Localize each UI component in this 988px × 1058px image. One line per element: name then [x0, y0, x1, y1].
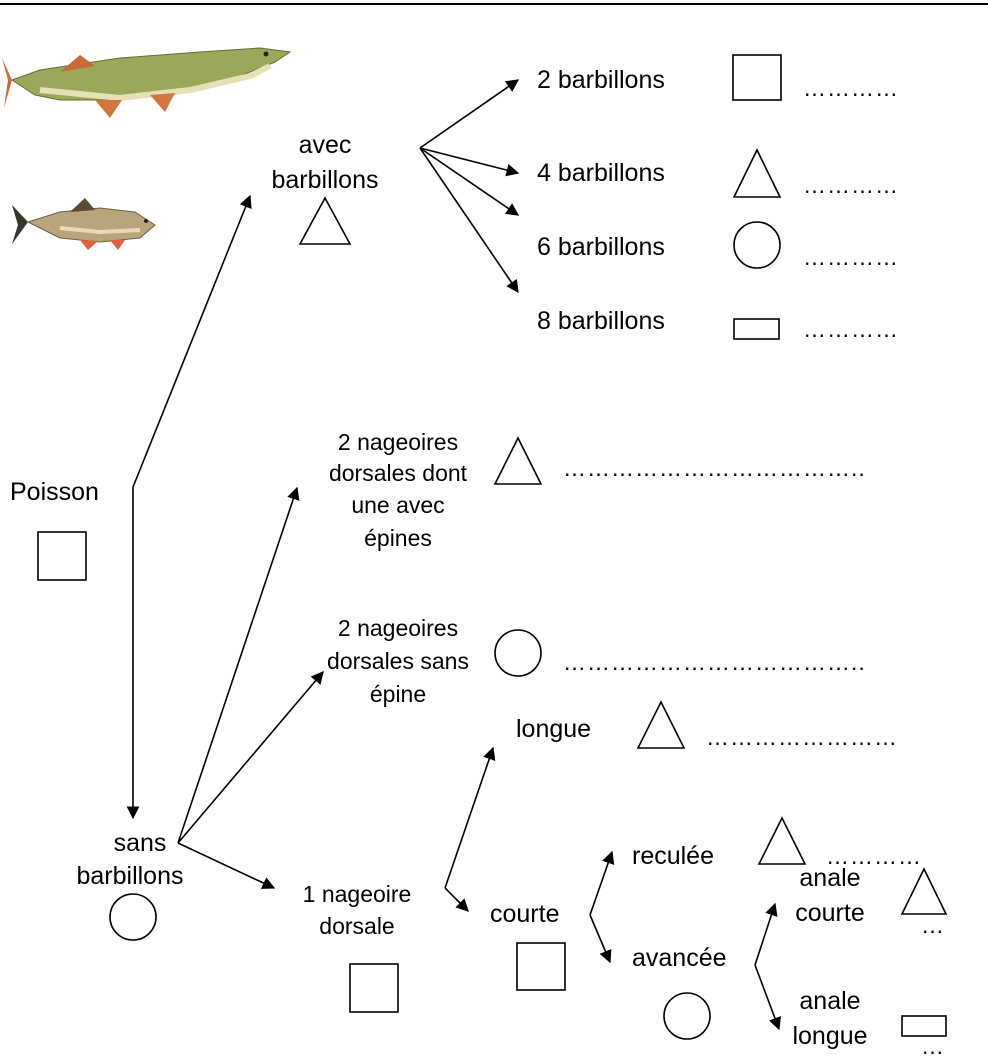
reculee-blank: ………… [826, 843, 922, 869]
anale-longue-blank: … [921, 1033, 945, 1058]
arrow-to-4-barbillons [419, 147, 520, 177]
avec-barbillons-label-line1: avec [299, 131, 352, 159]
two-dorsal-spines-line4: épines [364, 525, 432, 551]
anale-courte-blank: … [921, 912, 945, 938]
anale-longue-line2: longue [792, 1022, 867, 1050]
arrow-to-anale-courte [754, 902, 778, 966]
sans-barbillons-label-line2: barbillons [76, 862, 183, 890]
anale-courte-triangle-shape [900, 867, 948, 915]
anale-courte-line1: anale [799, 864, 860, 892]
arrow-to-longue [444, 746, 496, 889]
avancee-circle-shape [663, 992, 711, 1040]
arrow-to-two-dorsal-spines [177, 486, 300, 844]
avec-barbillons-label-line2: barbillons [271, 166, 378, 194]
avec-barbillons-triangle-shape [298, 196, 352, 245]
two-dorsal-no-spine-line2: dorsales sans [327, 648, 469, 674]
two-dorsal-no-spine-line3: épine [370, 681, 426, 707]
sans-barbillons-label-line1: sans [114, 829, 167, 857]
two-barbillons-blank: ………… [803, 75, 899, 101]
arrow-to-anale-longue [754, 964, 781, 1031]
sans-barbillons-circle-shape [109, 893, 157, 941]
arrow-to-6-barbillons [419, 147, 520, 216]
anale-courte-line2: courte [795, 899, 864, 927]
reculee-triangle-shape [757, 816, 807, 865]
two-dorsal-spines-line1: 2 nageoires [338, 429, 458, 455]
two-dorsal-no-spine-blank: ……………………………….. [563, 649, 866, 675]
arrow-to-two-dorsal-no-spine [177, 671, 324, 844]
small-fish [12, 198, 156, 250]
courte-square-shape [516, 942, 566, 991]
arrow-to-reculee [589, 850, 615, 916]
six-barbillons-label: 6 barbillons [537, 233, 665, 261]
one-dorsal-square-shape [349, 963, 399, 1013]
arrow-to-2-barbillons [419, 79, 520, 149]
anale-longue-rectangle-shape [901, 1015, 947, 1037]
two-dorsal-spines-line2: dorsales dont [329, 460, 468, 486]
pike-fish [2, 47, 292, 118]
two-barbillons-label: 2 barbillons [537, 66, 665, 94]
courte-label: courte [490, 900, 559, 928]
longue-blank: …………………… [706, 724, 898, 750]
four-barbillons-triangle-shape [732, 148, 782, 198]
arrow-to-avancee [589, 914, 612, 964]
reculee-label: reculée [632, 842, 714, 870]
anale-longue-line1: anale [799, 987, 860, 1015]
avancee-label: avancée [632, 944, 727, 972]
longue-triangle-shape [636, 700, 686, 749]
two-dorsal-no-spine-line1: 2 nageoires [338, 615, 458, 641]
eight-barbillons-rectangle-shape [733, 318, 780, 340]
one-dorsal-line1: 1 nageoire [303, 881, 412, 907]
two-dorsal-no-spine-circle-shape [494, 629, 542, 677]
arrow-to-one-dorsal [177, 842, 276, 889]
arrow-to-8-barbillons [419, 147, 519, 294]
root-label: Poisson [10, 478, 99, 506]
eight-barbillons-blank: ………… [803, 316, 899, 342]
root-square-shape [37, 531, 87, 581]
six-barbillons-blank: ………… [803, 244, 899, 270]
six-barbillons-circle-shape [733, 221, 781, 269]
one-dorsal-line2: dorsale [319, 913, 394, 939]
two-dorsal-spines-line3: une avec [351, 492, 444, 518]
four-barbillons-label: 4 barbillons [537, 159, 665, 187]
eight-barbillons-label: 8 barbillons [537, 307, 665, 335]
two-dorsal-spines-triangle-shape [493, 436, 543, 485]
longue-label: longue [516, 715, 591, 743]
arrow-to-avec-barbillons [132, 194, 252, 488]
two-dorsal-spines-blank: ……………………………….. [563, 455, 866, 481]
arrow-to-courte [444, 887, 469, 912]
four-barbillons-blank: ………… [803, 172, 899, 198]
two-barbillons-square-shape [732, 54, 782, 101]
